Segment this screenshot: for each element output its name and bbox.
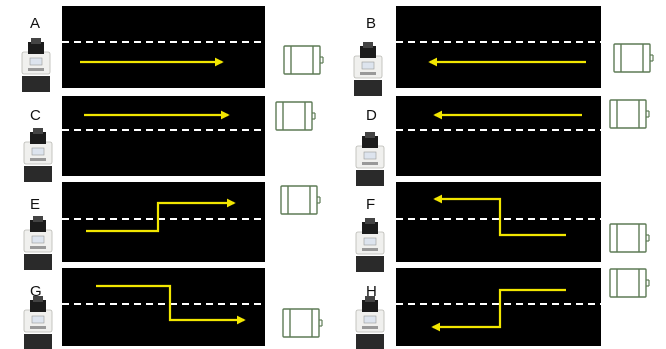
panel-label-a: A xyxy=(30,15,41,32)
topview-icon-a xyxy=(283,45,324,75)
topview-icon-g xyxy=(282,308,323,338)
topview-icon-c xyxy=(275,101,316,131)
path-arrow-f xyxy=(433,194,566,237)
panel-label-h: H xyxy=(366,283,377,300)
road-panel-a xyxy=(62,6,265,88)
device-icon-h xyxy=(355,295,385,349)
road-panel-c xyxy=(62,96,265,176)
panel-label-b: B xyxy=(366,15,377,32)
road-panel-f xyxy=(396,182,601,262)
road-panel-g xyxy=(62,268,265,346)
device-icon-e xyxy=(23,215,53,271)
road-panel-b xyxy=(396,6,601,88)
panel-label-c: C xyxy=(30,107,41,124)
panel-label-e: E xyxy=(30,196,41,213)
device-icon-d xyxy=(355,131,385,187)
topview-icon-h xyxy=(609,268,650,298)
road-panel-d xyxy=(396,96,601,176)
road-panel-h xyxy=(396,268,601,346)
device-icon-g xyxy=(23,295,53,349)
road-panel-e xyxy=(62,182,265,262)
topview-icon-f xyxy=(609,223,650,253)
topview-icon-e xyxy=(280,185,321,215)
device-icon-c xyxy=(23,127,53,183)
device-icon-a xyxy=(21,37,51,93)
device-icon-f xyxy=(355,217,385,273)
device-icon-b xyxy=(353,41,383,97)
panel-label-f: F xyxy=(366,196,376,213)
panel-label-g: G xyxy=(30,283,42,300)
topview-icon-d xyxy=(609,99,650,129)
path-arrow-e xyxy=(86,198,236,233)
path-arrow-g xyxy=(96,284,246,325)
panel-label-d: D xyxy=(366,107,377,124)
path-arrow-h xyxy=(431,288,566,332)
topview-icon-b xyxy=(613,43,654,73)
